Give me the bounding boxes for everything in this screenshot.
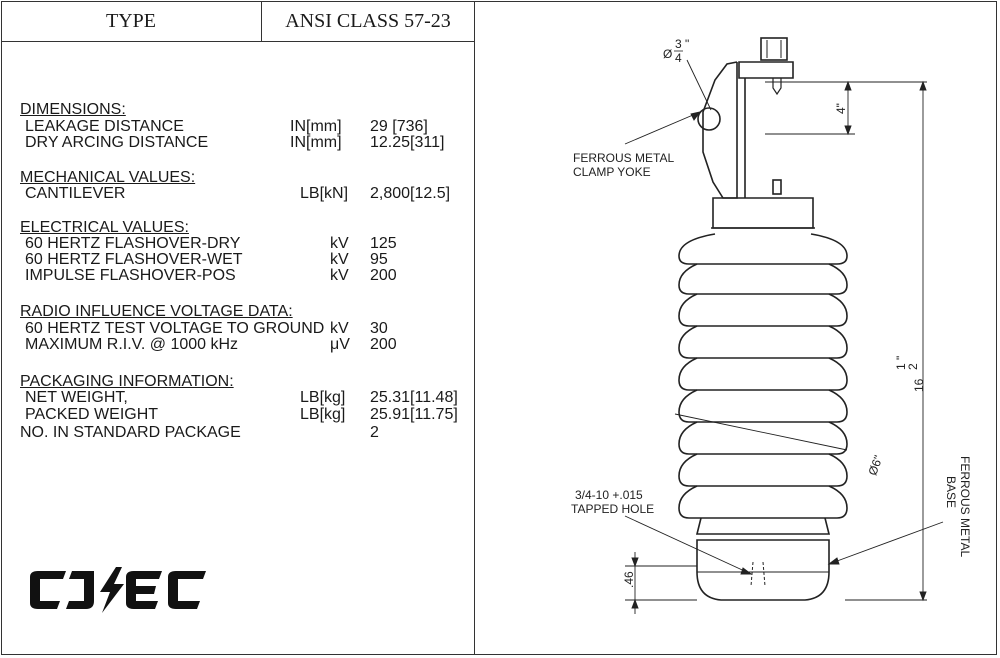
dia-three-quarter-unit: " [685,37,689,51]
dim-4-label: 4" [834,103,848,114]
flashover-dry-unit: kV [330,235,349,252]
net-weight-value: 25.31[11.48] [370,389,458,406]
shed-3 [678,293,848,327]
cantilever-unit: LB[kN] [300,185,349,202]
header-rule [1,41,474,42]
max-riv-value: 200 [370,336,397,353]
packed-weight-unit: LB[kg] [300,406,346,423]
electrical-title: ELECTRICAL VALUES: [20,219,189,236]
test-voltage-label: 60 HERTZ TEST VOLTAGE TO GROUND [25,320,325,337]
dim-dia6-label: Ø6" [865,453,885,477]
flashover-wet-value: 95 [370,251,388,268]
flashover-dry-label: 60 HERTZ FLASHOVER-DRY [25,235,241,252]
impulse-flashover-label: IMPULSE FLASHOVER-POS [25,267,236,284]
tapped-hole-label-1: 3/4-10 +.015 [575,488,643,502]
top-bolt [760,37,788,61]
shed-8 [678,453,848,487]
packed-weight-label: PACKED WEIGHT [25,406,159,423]
cantilever-value: 2,800[12.5] [370,185,451,202]
dimensions-title: DIMENSIONS: [20,101,126,118]
flashover-dry-value: 125 [370,235,397,252]
base-label-2: BASE [944,476,958,508]
cantilever-label: CANTILEVER [25,185,126,202]
flashover-wet-unit: kV [330,251,349,268]
packaging-title: PACKAGING INFORMATION: [20,373,234,390]
packed-weight-value: 25.91[11.75] [370,406,458,423]
tapped-hole-label-2: TAPPED HOLE [571,502,654,516]
impulse-flashover-unit: kV [330,267,349,284]
leakage-distance-label: LEAKAGE DISTANCE [25,118,184,135]
header-separator [261,1,262,41]
dim-height-num: 1 [894,363,908,370]
max-riv-unit: μV [330,336,350,353]
mechanical-title: MECHANICAL VALUES: [20,169,196,186]
dry-arcing-distance-value: 12.25[311] [370,134,445,151]
dim-height-den: 2 [906,363,920,370]
dia-three-quarter-prefix: Ø [663,47,672,61]
dia-three-quarter-den: 4 [675,51,682,65]
shed-2 [678,263,848,295]
column-divider [474,1,475,655]
standard-package-value: 2 [370,424,379,441]
test-voltage-unit: kV [330,320,349,337]
shed-7 [678,421,848,455]
dia-three-quarter-num: 3 [675,37,682,51]
insulator-cap [712,197,814,229]
class-header: ANSI CLASS 57-23 [285,9,451,32]
dry-arcing-distance-label: DRY ARCING DISTANCE [25,134,209,151]
standard-package-label: NO. IN STANDARD PACKAGE [20,424,241,441]
dim-46-label: .46 [622,571,636,588]
leakage-distance-value: 29 [736] [370,118,428,135]
shed-1 [678,233,848,265]
shed-6 [678,389,848,423]
clamp-yoke-label-1: FERROUS METAL [573,151,674,165]
test-voltage-value: 30 [370,320,388,337]
type-header: TYPE [106,9,156,32]
insulator-base [696,539,830,601]
radio-title: RADIO INFLUENCE VOLTAGE DATA: [20,303,293,320]
impulse-flashover-value: 200 [370,267,397,284]
clamp-yoke-label-2: CLAMP YOKE [573,165,651,179]
company-logo [30,567,206,613]
dim-height-unit: " [894,356,908,360]
clamp-hole [697,107,721,131]
leakage-distance-unit: IN[mm] [290,118,342,135]
flashover-wet-label: 60 HERTZ FLASHOVER-WET [25,251,243,268]
dry-arcing-distance-unit: IN[mm] [290,134,342,151]
shed-9 [678,485,848,519]
net-weight-unit: LB[kg] [300,389,346,406]
dim-height-whole: 16 [912,378,926,392]
shed-5 [678,357,848,391]
insulator-drawing: Ø 3 4 " FERROUS METAL CLAMP YOKE 4" 16 1… [571,37,972,614]
base-label-1: FERROUS METAL [958,456,972,557]
net-weight-label: NET WEIGHT, [25,389,128,406]
shed-4 [678,325,848,359]
max-riv-label: MAXIMUM R.I.V. @ 1000 kHz [25,336,239,353]
